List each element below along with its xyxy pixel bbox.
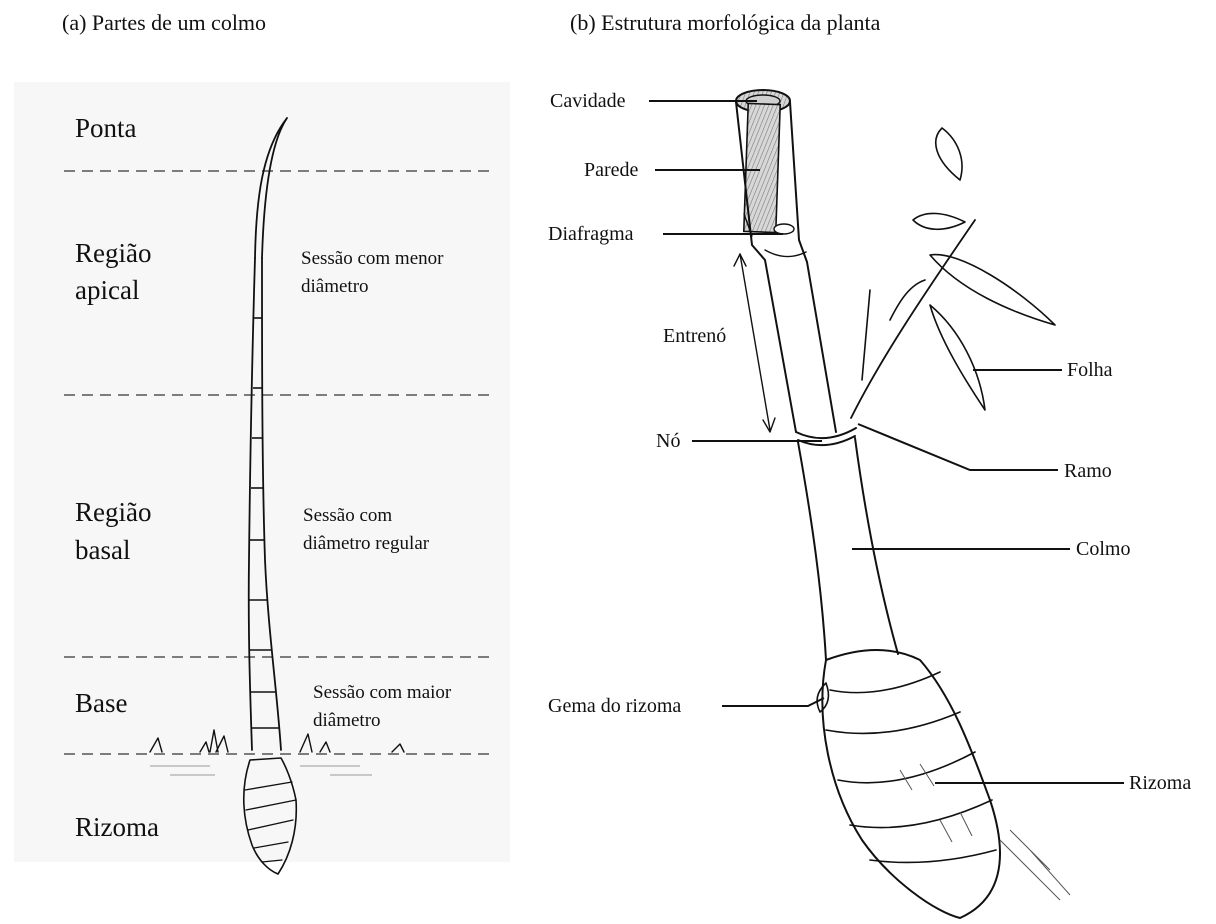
leader-ramo <box>858 424 1058 470</box>
upper-node-line <box>765 250 806 257</box>
region-label-apical-line1: Região <box>75 238 151 268</box>
region-label-base: Base <box>75 688 128 718</box>
panel-a-title: (a) Partes de um colmo <box>62 10 266 35</box>
leader-lines <box>649 101 1124 783</box>
panel-a: (a) Partes de um colmo Ponta Região apic… <box>14 10 510 874</box>
region-label-apical-line2: apical <box>75 275 139 305</box>
region-label-rizoma: Rizoma <box>75 812 159 842</box>
label-entreno: Entrenó <box>663 325 726 347</box>
branch-stem <box>851 220 975 418</box>
leaf-lower <box>930 305 985 410</box>
lower-culm-left-edge <box>798 442 826 660</box>
label-cavidade: Cavidade <box>550 90 626 112</box>
label-parede: Parede <box>584 159 639 181</box>
upper-culm-right-edge <box>790 102 836 432</box>
region-label-basal-line2: basal <box>75 535 130 565</box>
panel-b: (b) Estrutura morfológica da planta <box>548 10 1191 918</box>
note-menor-diametro-line1: Sessão com menor <box>301 248 444 269</box>
note-menor-diametro-line2: diâmetro <box>301 276 369 297</box>
leaf-top <box>936 128 962 180</box>
note-maior-diametro-line2: diâmetro <box>313 710 381 731</box>
label-rizoma: Rizoma <box>1129 772 1191 794</box>
note-diametro-regular-line2: diâmetro regular <box>303 533 430 554</box>
region-label-ponta: Ponta <box>75 113 137 143</box>
note-diametro-regular-line1: Sessão com <box>303 505 392 526</box>
node-ring <box>796 428 856 445</box>
label-diafragma: Diafragma <box>548 223 634 245</box>
leaf-right-long <box>930 255 1055 325</box>
lower-culm-right-edge <box>855 438 898 654</box>
entreno-arrow-shaft <box>740 254 770 430</box>
panel-a-background <box>14 82 510 862</box>
label-colmo: Colmo <box>1076 538 1130 560</box>
label-gema-do-rizoma: Gema do rizoma <box>548 695 681 717</box>
plant-illustration <box>734 90 1070 918</box>
region-label-basal-line1: Região <box>75 497 151 527</box>
label-no: Nó <box>656 430 680 452</box>
note-maior-diametro-line1: Sessão com maior <box>313 682 452 703</box>
panel-b-title: (b) Estrutura morfológica da planta <box>570 10 881 35</box>
leader-gema <box>722 698 824 706</box>
label-ramo: Ramo <box>1064 460 1112 482</box>
diaphragm-drawing <box>774 224 794 234</box>
branch-sliver <box>862 290 870 380</box>
label-folha: Folha <box>1067 359 1113 381</box>
leaf-stalk <box>890 280 925 320</box>
leaf-upper-left <box>913 213 965 229</box>
